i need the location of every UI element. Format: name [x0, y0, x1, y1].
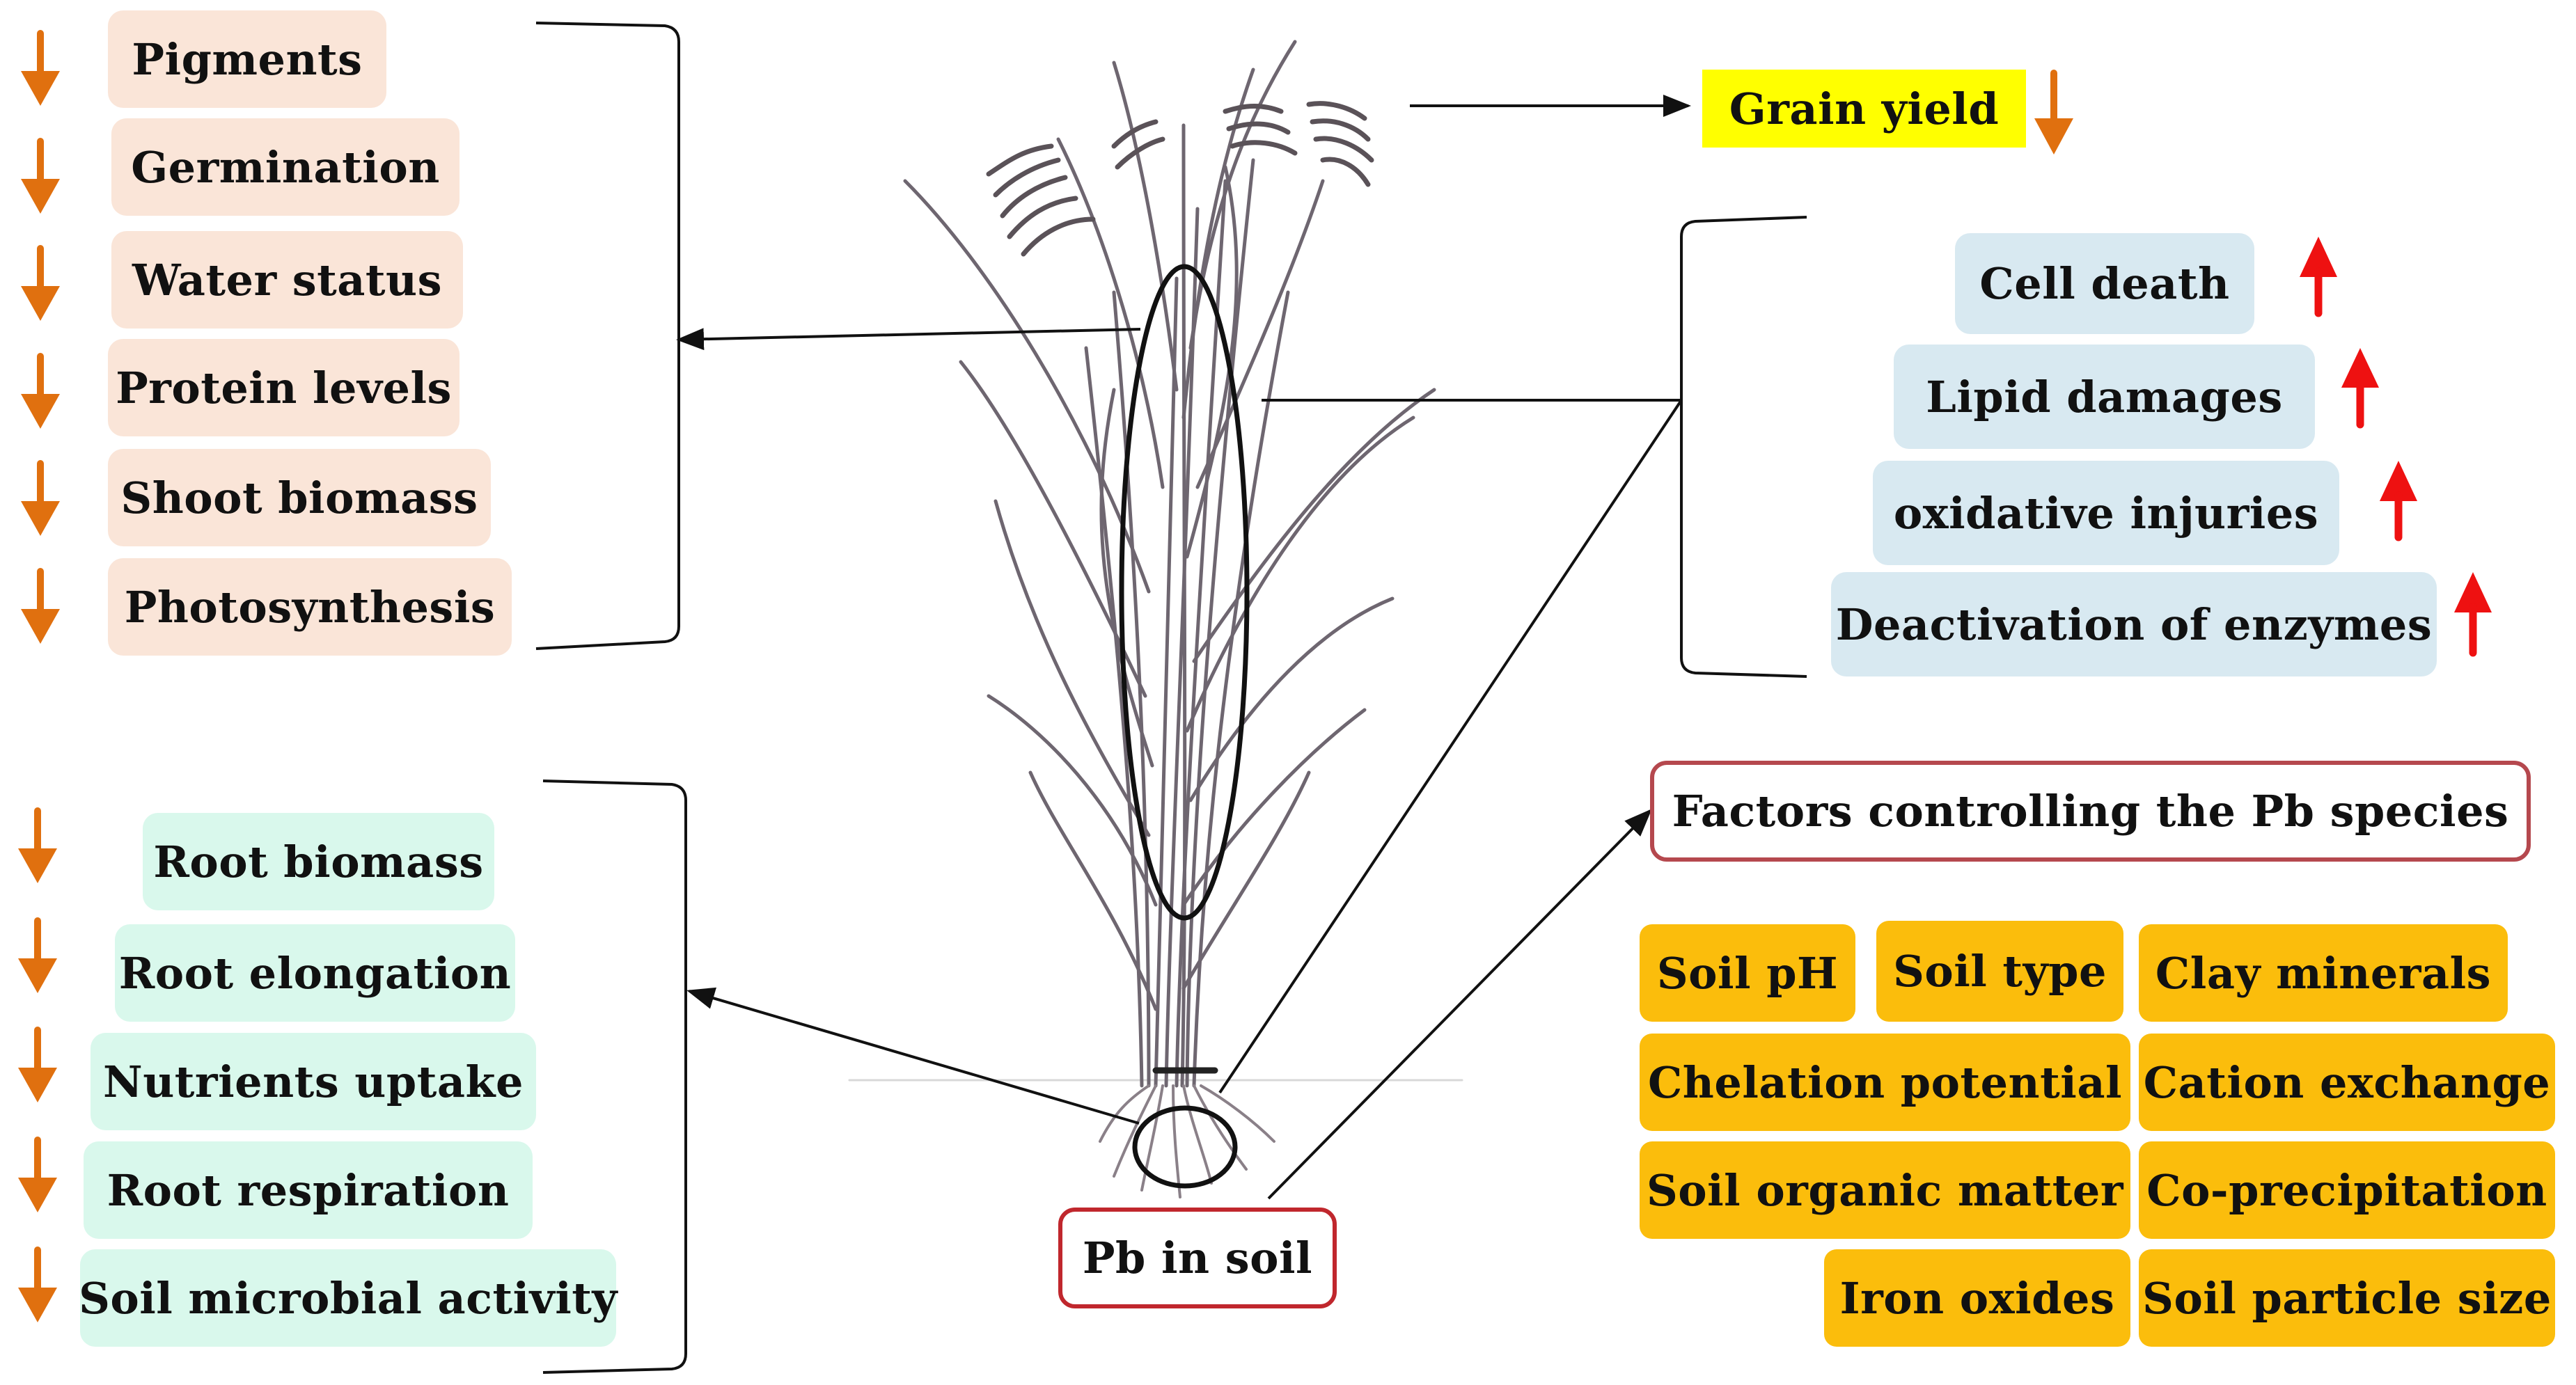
root-highlight-ellipse [1132, 1105, 1238, 1189]
arrow-up-icon [2300, 237, 2337, 317]
stress-root-connector [1218, 399, 1683, 1094]
shoot-effects-bracket [535, 22, 680, 650]
grain-yield-label: Grain yield [1702, 70, 2026, 148]
shoot-effect-germination: Germination [111, 118, 460, 216]
arrow-down-icon [21, 460, 60, 536]
factor-chelation-potential: Chelation potential [1640, 1034, 2130, 1131]
factor-soil-particle-size: Soil particle size [2139, 1249, 2555, 1347]
stress-effects-bracket [1680, 216, 1807, 678]
factors-title: Factors controlling the Pb species [1650, 761, 2531, 862]
arrow-down-icon [21, 138, 60, 214]
shoot-decrease-arrows [21, 30, 60, 644]
shoot-effects-connector [676, 328, 1141, 351]
arrow-down-icon [2034, 70, 2073, 155]
arrow-down-icon [18, 807, 57, 883]
shoot-effect-photosynthesis: Photosynthesis [108, 558, 512, 656]
root-effect-root-biomass: Root biomass [143, 813, 494, 910]
root-effect-soil-microbial-activity: Soil microbial activity [79, 1249, 617, 1347]
arrow-up-icon [2454, 572, 2492, 657]
pb-in-soil-label: Pb in soil [1058, 1208, 1337, 1308]
factor-soil-organic-matter: Soil organic matter [1640, 1141, 2130, 1239]
stress-increase-arrows [2300, 237, 2492, 657]
arrow-down-icon [18, 917, 57, 993]
root-effects-bracket [542, 779, 687, 1374]
arrow-down-icon [18, 1027, 57, 1102]
shoot-effect-shoot-biomass: Shoot biomass [108, 449, 491, 546]
shoot-highlight-ellipse [1119, 264, 1250, 921]
factor-co-precipitation: Co-precipitation [2139, 1141, 2555, 1239]
shoot-effect-protein-levels: Protein levels [108, 339, 460, 436]
factor-soil-ph: Soil pH [1640, 924, 1855, 1022]
factor-clay-minerals: Clay minerals [2139, 924, 2508, 1022]
root-effects-connector [686, 987, 1140, 1125]
arrow-down-icon [21, 30, 60, 106]
factor-iron-oxides: Iron oxides [1824, 1249, 2130, 1347]
grain-yield-decrease-arrow [2034, 70, 2073, 155]
arrow-down-icon [21, 353, 60, 429]
stress-effect-cell-death: Cell death [1955, 233, 2254, 334]
factor-soil-type: Soil type [1876, 921, 2123, 1022]
arrow-down-icon [21, 568, 60, 644]
arrow-down-icon [18, 1137, 57, 1212]
stress-effect-deactivation-of-enzymes: Deactivation of enzymes [1831, 572, 2437, 676]
arrow-down-icon [18, 1246, 57, 1322]
shoot-effect-water-status: Water status [111, 231, 463, 329]
root-decrease-arrows [18, 807, 57, 1322]
stress-effect-lipid-damages: Lipid damages [1894, 345, 2315, 449]
factors-connector [1267, 809, 1652, 1200]
arrow-up-icon [2380, 461, 2417, 541]
root-effect-nutrients-uptake: Nutrients uptake [91, 1033, 536, 1130]
root-effect-root-respiration: Root respiration [84, 1141, 533, 1239]
shoot-effect-pigments: Pigments [108, 10, 386, 108]
factor-cation-exchange: Cation exchange [2139, 1034, 2555, 1131]
stress-effect-oxidative-injuries: oxidative injuries [1873, 461, 2339, 565]
arrow-up-icon [2341, 348, 2379, 429]
arrow-down-icon [21, 245, 60, 321]
root-effect-root-elongation: Root elongation [115, 924, 515, 1022]
rice-plant-illustration [848, 40, 1463, 1198]
